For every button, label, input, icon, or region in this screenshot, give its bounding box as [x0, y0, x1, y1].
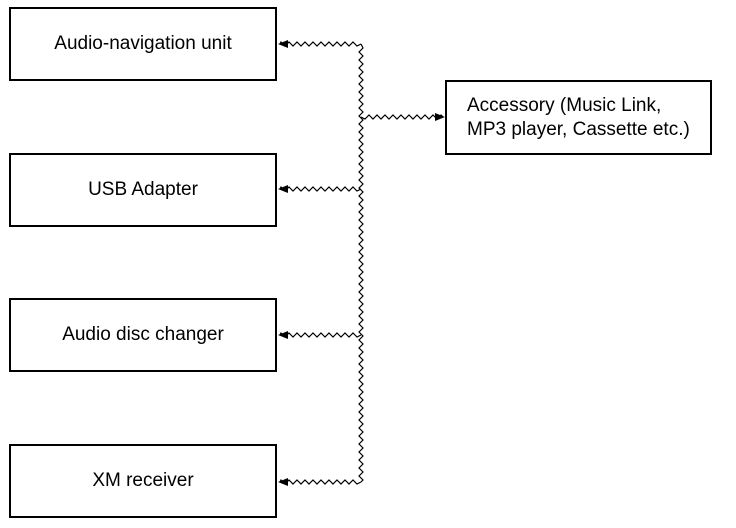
audio-navigation-unit-label: Audio-navigation unit — [54, 33, 232, 54]
usb-adapter-box: USB Adapter — [9, 153, 277, 227]
wire-to-audio-disc-changer — [279, 331, 362, 338]
arrow-to-usb-adapter — [278, 185, 288, 193]
audio-disc-changer-box: Audio disc changer — [9, 298, 277, 372]
wire-to-accessory — [360, 114, 444, 120]
arrow-to-audio-navigation-unit — [278, 40, 288, 48]
audio-disc-changer-label: Audio disc changer — [62, 324, 224, 345]
accessory-label-line-1: Accessory (Music Link, — [467, 94, 662, 116]
vertical-bus-wire — [358, 43, 364, 483]
arrow-to-audio-disc-changer — [278, 331, 288, 339]
wire-to-xm-receiver — [279, 478, 362, 485]
arrow-to-xm-receiver — [278, 478, 288, 486]
accessory-box: Accessory (Music Link, MP3 player, Casse… — [445, 80, 712, 155]
xm-receiver-label: XM receiver — [92, 470, 194, 491]
accessory-label-line-2: MP3 player, Cassette etc.) — [467, 118, 690, 140]
wire-to-audio-navigation-unit — [279, 40, 362, 47]
xm-receiver-box: XM receiver — [9, 444, 277, 518]
wire-to-usb-adapter — [279, 185, 362, 192]
usb-adapter-label: USB Adapter — [88, 179, 198, 200]
audio-navigation-unit-box: Audio-navigation unit — [9, 7, 277, 81]
arrow-to-accessory — [435, 113, 445, 121]
